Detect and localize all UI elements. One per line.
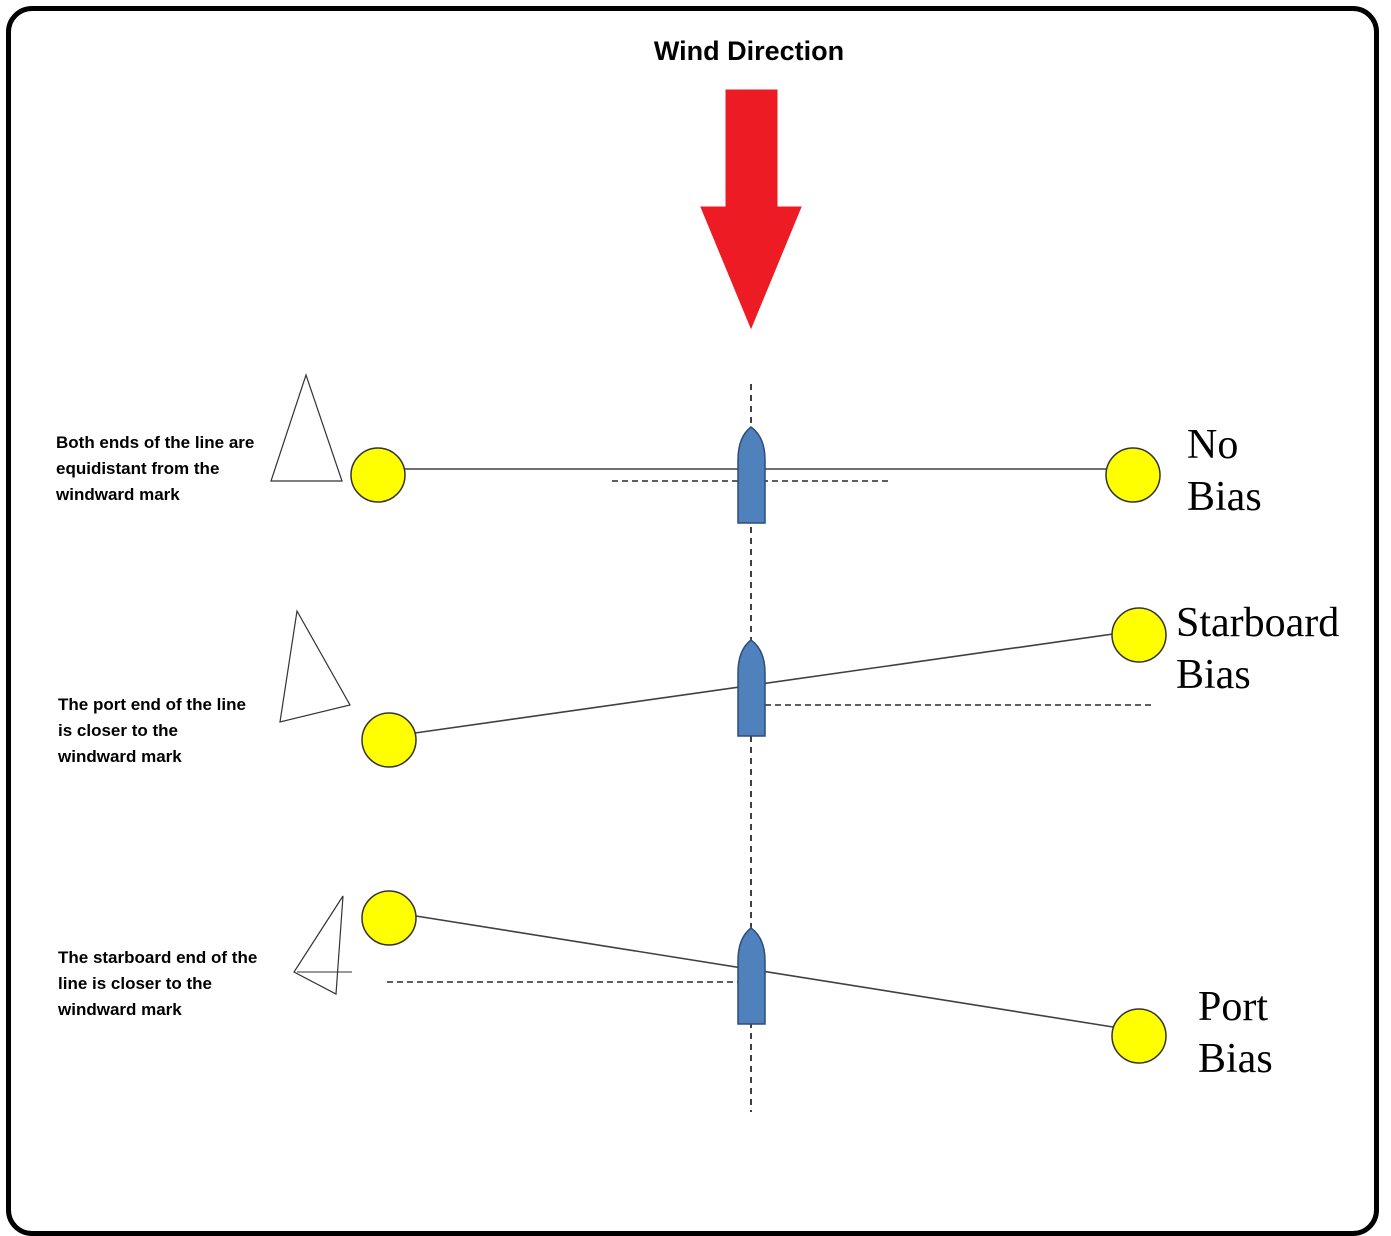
wind-direction-arrow: [700, 89, 802, 330]
scenario-description-line-2: is closer to the: [58, 721, 178, 740]
scenario-description-line-1: The starboard end of the: [58, 948, 257, 967]
scenario-description-line-2: equidistant from the: [56, 459, 219, 478]
committee-end-buoy: [1105, 447, 1161, 503]
bias-label-line-1: Starboard: [1176, 600, 1339, 646]
bias-label-line-2: Bias: [1187, 474, 1262, 520]
pin-end-buoy: [361, 712, 417, 768]
bias-label-line-2: Bias: [1176, 652, 1251, 698]
bias-label-line-1: Port: [1198, 984, 1268, 1030]
pin-end-buoy: [350, 447, 406, 503]
scenario-description-line-3: windward mark: [57, 747, 182, 766]
committee-end-buoy: [1111, 607, 1167, 663]
committee-end-buoy: [361, 890, 417, 946]
boat-icon: [737, 426, 766, 524]
windward-mark-triangle: [270, 373, 343, 482]
scenario-starboard-bias: The port end of the line is closer to th…: [57, 600, 1339, 768]
windward-mark-triangle: [279, 609, 351, 723]
scenario-description-line-1: Both ends of the line are: [56, 433, 254, 452]
scenario-description-line-3: windward mark: [57, 1000, 182, 1019]
boat-icon: [737, 639, 766, 737]
scenario-no-bias: Both ends of the line are equidistant fr…: [55, 373, 1262, 524]
scenario-port-bias: The starboard end of the line is closer …: [57, 890, 1273, 1082]
scenario-description-line-2: line is closer to the: [58, 974, 212, 993]
windward-mark-triangle: [293, 895, 344, 995]
diagram-title: Wind Direction: [654, 36, 844, 66]
bias-label-line-2: Bias: [1198, 1036, 1273, 1082]
bias-label-line-1: No: [1187, 422, 1238, 468]
scenario-description-line-3: windward mark: [55, 485, 180, 504]
boat-icon: [737, 927, 766, 1025]
scenario-description-line-1: The port end of the line: [58, 695, 246, 714]
pin-end-buoy: [1111, 1008, 1167, 1064]
